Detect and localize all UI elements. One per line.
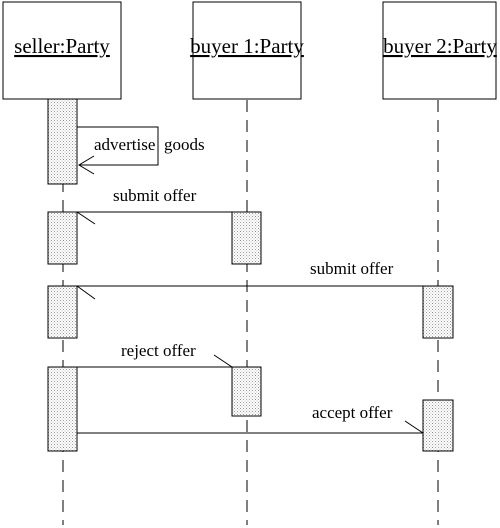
participant-seller-label: seller:Party [14, 34, 110, 58]
message-submit-offer-buyer-2: submit offer [76, 259, 423, 300]
message-submit-offer-buyer-1: submit offer [76, 186, 232, 225]
participant-buyer-2: buyer 2:Party [382, 1, 497, 100]
participant-buyer-2-label: buyer 2:Party [383, 34, 497, 58]
activation-bar [422, 399, 454, 452]
activation-bar [47, 211, 78, 265]
participant-buyer-1: buyer 1:Party [190, 1, 304, 100]
activation-bar [422, 285, 454, 339]
message-label: accept offer [312, 403, 393, 422]
message-label: submit offer [113, 186, 197, 205]
message-accept-offer: accept offer [77, 403, 424, 434]
message-label: goods [164, 135, 205, 154]
activation-bar [47, 98, 78, 185]
activation-bar [231, 366, 262, 417]
message-advertise-goods: advertise goods [77, 126, 205, 175]
participant-buyer-1-label: buyer 1:Party [190, 34, 304, 58]
message-label: reject offer [121, 341, 196, 360]
activation-bar [47, 366, 78, 452]
message-label: submit offer [310, 259, 394, 278]
message-reject-offer: reject offer [77, 341, 233, 368]
activation-bar [231, 211, 262, 265]
activation-bar [47, 285, 78, 339]
participant-seller: seller:Party [2, 1, 122, 100]
message-label: advertise [94, 135, 155, 154]
